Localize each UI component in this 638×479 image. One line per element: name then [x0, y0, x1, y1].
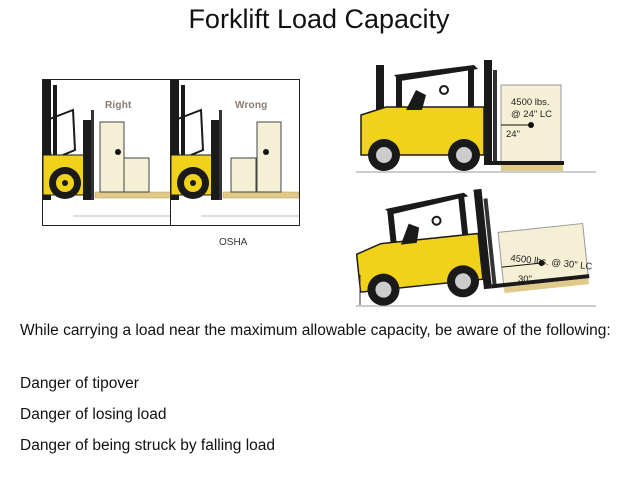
danger-losing-load: Danger of losing load — [20, 406, 167, 423]
wrong-label: Wrong — [235, 100, 268, 111]
danger-tipover: Danger of tipover — [20, 375, 139, 392]
distance-label-30: 30" — [518, 274, 532, 285]
forklift-30in-illustration — [355, 180, 596, 315]
forklift-right-illustration — [43, 80, 171, 217]
distance-label-24: 24" — [506, 129, 520, 140]
forklift-24in-illustration — [356, 55, 596, 185]
illustration-wrong-panel: Wrong — [170, 79, 300, 226]
intro-paragraph: While carrying a load near the maximum a… — [20, 322, 611, 339]
illustration-right-panel: Right — [42, 79, 172, 226]
danger-falling-load: Danger of being struck by falling load — [20, 437, 276, 454]
right-label: Right — [105, 100, 132, 111]
source-credit: OSHA — [219, 237, 248, 248]
load-label-24-line1: 4500 lbs. — [511, 97, 550, 108]
load-label-24-line2: @ 24" LC — [511, 109, 553, 120]
slide-title: Forklift Load Capacity — [188, 4, 450, 34]
forklift-wrong-illustration — [171, 80, 299, 217]
